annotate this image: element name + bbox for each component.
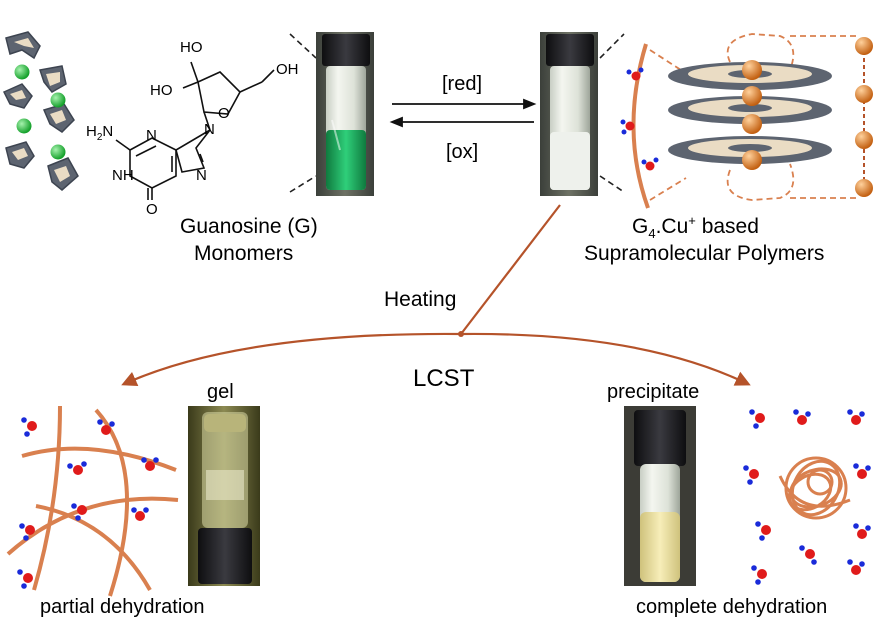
purine-n3-label: N (146, 127, 157, 144)
monomer-title-line2: Monomers (194, 242, 293, 265)
purine-n9-label: N (204, 121, 215, 138)
heating-label: Heating (384, 288, 456, 311)
gel-caption: partial dehydration (40, 596, 205, 618)
hydroxyl-left-label: HO (150, 82, 173, 99)
precipitate-vial (624, 406, 696, 586)
purine-nh-label: NH (112, 167, 134, 184)
collapsed-polymer-coil (778, 456, 851, 520)
green-cation-icons (14, 64, 66, 160)
gel-label: gel (207, 381, 234, 403)
precipitate-label: precipitate (607, 381, 699, 403)
polymer-title-line1: G4.Cu+ based (632, 213, 759, 241)
heating-connector (460, 204, 561, 335)
clear-solution-vial (540, 32, 598, 196)
guanosine-structure (115, 61, 275, 200)
copper-chain (855, 37, 873, 197)
lcst-label: LCST (413, 365, 475, 392)
carbonyl-oxygen-label: O (146, 201, 158, 218)
reduction-label: [red] (442, 73, 482, 95)
ribose-oxygen-label: O (218, 105, 230, 122)
left-vial-guide-lines (289, 33, 317, 193)
oxidation-label: [ox] (446, 141, 478, 163)
precipitate-caption: complete dehydration (636, 596, 827, 618)
lcst-arrow-right (460, 332, 751, 386)
green-solution-vial (316, 32, 374, 196)
free-water-molecules (743, 409, 871, 585)
gel-vial (188, 406, 260, 586)
lcst-arrow-left (121, 332, 462, 386)
hydroxyl-top-label: HO (180, 39, 203, 56)
redox-arrows (389, 98, 537, 128)
purine-n7-label: N (196, 167, 207, 184)
amine-label: H2N (86, 123, 113, 143)
copper-spheres-stack (742, 60, 762, 170)
strand-water-molecules (620, 67, 659, 171)
guanosine-fragments-icon (2, 31, 79, 191)
gel-network (6, 405, 179, 597)
gel-water-molecules (17, 417, 159, 589)
zoom-guide-lines (649, 33, 856, 201)
right-vial-guide-lines (599, 33, 625, 193)
g-quartet-stack (668, 62, 832, 164)
monomer-title-line1: Guanosine (G) (180, 215, 318, 238)
polymer-title-line2: Supramolecular Polymers (584, 242, 824, 265)
hydroxyl-right-label: OH (276, 61, 299, 78)
